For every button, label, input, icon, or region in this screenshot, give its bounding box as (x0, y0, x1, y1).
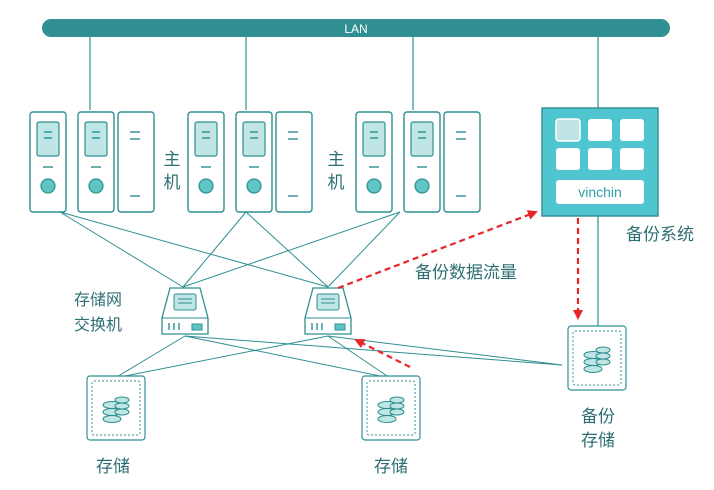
backup-storage (567, 325, 627, 391)
switch-label-line1: 存储网 (74, 290, 122, 309)
host-label-2: 主 机 (328, 150, 345, 193)
storage-switch-1 (161, 287, 209, 335)
vinchin-logo: vinchin (578, 184, 622, 200)
svg-text:主: 主 (328, 150, 345, 170)
flow-arrow-storage-to-switch (354, 339, 411, 368)
storage-label-1: 存储 (96, 457, 130, 477)
lan-bus: LAN (42, 19, 670, 37)
svg-text:机: 机 (164, 173, 181, 193)
host-switch-links (59, 211, 401, 288)
storage-2 (361, 375, 421, 441)
host-group-2 (187, 111, 313, 213)
backup-storage-label-line2: 存储 (581, 431, 615, 451)
lan-drop-lines (89, 37, 599, 110)
backup-flow-label: 备份数据流量 (415, 263, 517, 283)
backup-system-label: 备份系统 (626, 225, 694, 245)
host-group-3 (355, 111, 481, 213)
storage-label-2: 存储 (374, 457, 408, 477)
lan-label: LAN (344, 22, 367, 36)
backup-system: vinchin (541, 107, 659, 217)
switch-label-line2: 交换机 (74, 315, 122, 334)
host-label-1: 主 机 (164, 150, 181, 193)
host-group-1 (29, 111, 155, 213)
storage-switch-2 (304, 287, 352, 335)
storage-1 (86, 375, 146, 441)
backup-flow-arrows (337, 210, 583, 368)
svg-text:机: 机 (328, 173, 345, 193)
svg-text:主: 主 (164, 150, 181, 170)
switch-storage-links (114, 335, 563, 379)
flow-arrow-switch-to-backup (337, 210, 538, 290)
backup-storage-label-line1: 备份 (581, 407, 615, 427)
